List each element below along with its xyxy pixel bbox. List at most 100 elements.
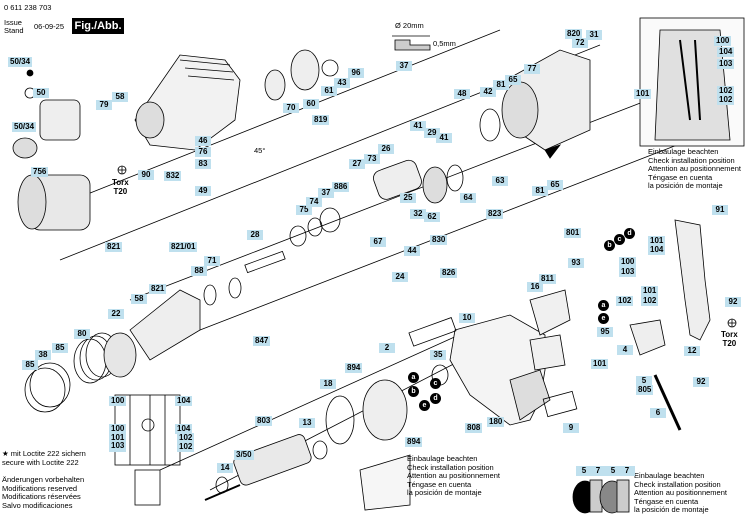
letter-bullet-e-right: e: [598, 313, 609, 324]
callout-label: 808: [465, 423, 483, 433]
letter-bullet-b: b: [408, 386, 419, 397]
spindle-tube: [129, 250, 286, 361]
callout-label: 5: [605, 466, 621, 476]
wiring-view-top: [639, 17, 745, 147]
switch: [629, 319, 682, 431]
callout-label: 886: [332, 182, 350, 192]
letter-bullet-d: d: [430, 393, 441, 404]
callout-label: 85: [22, 360, 38, 370]
callout-label: 37: [318, 188, 334, 198]
callout-label: 81: [493, 80, 509, 90]
assembly-guide-line-1: [59, 29, 501, 206]
part-number: 0 611 238 703: [4, 3, 52, 12]
callout-label: 102: [616, 296, 634, 306]
callout-label: 28: [247, 230, 263, 240]
callout-label: 7: [590, 466, 606, 476]
callout-label: 103: [109, 441, 127, 451]
callout-label: 42: [480, 87, 496, 97]
handle: [674, 219, 711, 341]
callout-label: 50: [33, 88, 49, 98]
callout-label: 819: [312, 115, 330, 125]
callout-label: 101: [648, 236, 666, 246]
callout-label: 832: [164, 171, 182, 181]
callout-label: 81: [532, 186, 548, 196]
dimension-detail: [392, 35, 431, 51]
callout-label: 93: [568, 258, 584, 268]
letter-bullet-a-right: a: [598, 300, 609, 311]
callout-label: 83: [195, 159, 211, 169]
callout-label: 826: [440, 268, 458, 278]
issue-label: Issue: [4, 18, 22, 27]
callout-label: 100: [619, 257, 637, 267]
callout-label: 3/50: [234, 450, 254, 460]
torx-symbol-2: [727, 318, 737, 328]
letter-bullet-c-right: c: [614, 234, 625, 245]
callout-label: 43: [334, 78, 350, 88]
angle-label: 45°: [254, 146, 266, 155]
direction-arrow: [544, 144, 562, 159]
callout-label: 102: [177, 433, 195, 443]
spring-and-rings: [24, 332, 137, 413]
callout-label: 821: [149, 284, 167, 294]
callout-label: 22: [108, 309, 124, 319]
callout-label: 102: [177, 442, 195, 452]
callout-label: 58: [112, 92, 128, 102]
callout-label: 27: [349, 159, 365, 169]
callout-label: 90: [138, 170, 154, 180]
callout-label: 100: [109, 396, 127, 406]
letter-bullet-e: e: [419, 400, 430, 411]
callout-label: 73: [364, 154, 380, 164]
callout-label: 12: [684, 346, 700, 356]
diameter-label: Ø 20mm: [395, 21, 424, 30]
assembly-guide-line-3: [129, 79, 701, 301]
callout-label: 75: [296, 205, 312, 215]
callout-label: 65: [547, 180, 563, 190]
callout-label: 64: [460, 193, 476, 203]
callout-label: 100: [714, 36, 732, 46]
letter-bullet-d-right: d: [624, 228, 635, 239]
callout-label: 76: [195, 147, 211, 157]
callout-label: 85: [52, 343, 68, 353]
callout-label: 74: [306, 197, 322, 207]
callout-label: 92: [725, 297, 741, 307]
callout-label: 26: [378, 144, 394, 154]
sleeve-parts: [264, 49, 339, 101]
callout-label: 96: [348, 68, 364, 78]
callout-label: 13: [299, 418, 315, 428]
callout-label: 46: [195, 136, 211, 146]
callout-label: 821/01: [169, 242, 198, 252]
callout-label: 35: [430, 350, 446, 360]
callout-label: 58: [131, 294, 147, 304]
callout-label: 32: [410, 209, 426, 219]
figure-label: Fig./Abb. 1: [72, 18, 124, 48]
callout-label: 88: [191, 266, 207, 276]
letter-bullet-c: c: [430, 378, 441, 389]
callout-label: 44: [404, 246, 420, 256]
callout-label: 71: [204, 256, 220, 266]
callout-label: 14: [217, 463, 233, 473]
callout-label: 80: [74, 329, 90, 339]
callout-label: 29: [424, 128, 440, 138]
callout-label: 104: [175, 396, 193, 406]
callout-label: 65: [505, 75, 521, 85]
housing-sketch: [359, 454, 411, 511]
callout-label: 102: [717, 86, 735, 96]
assembly-guide-line-6: [159, 329, 471, 471]
armature: [204, 434, 328, 501]
callout-label: 100: [109, 424, 127, 434]
callout-label: 38: [35, 350, 51, 360]
callout-label: 63: [492, 176, 508, 186]
callout-label: 102: [641, 296, 659, 306]
offset-label: 0,5mm: [433, 39, 456, 48]
callout-label: 805: [636, 385, 654, 395]
callout-label: 756: [31, 167, 49, 177]
callout-label: 5: [636, 376, 652, 386]
callout-label: 102: [717, 95, 735, 105]
callout-label: 91: [712, 205, 728, 215]
callout-label: 811: [539, 274, 556, 284]
issue-date: 06-09-25: [34, 22, 65, 31]
